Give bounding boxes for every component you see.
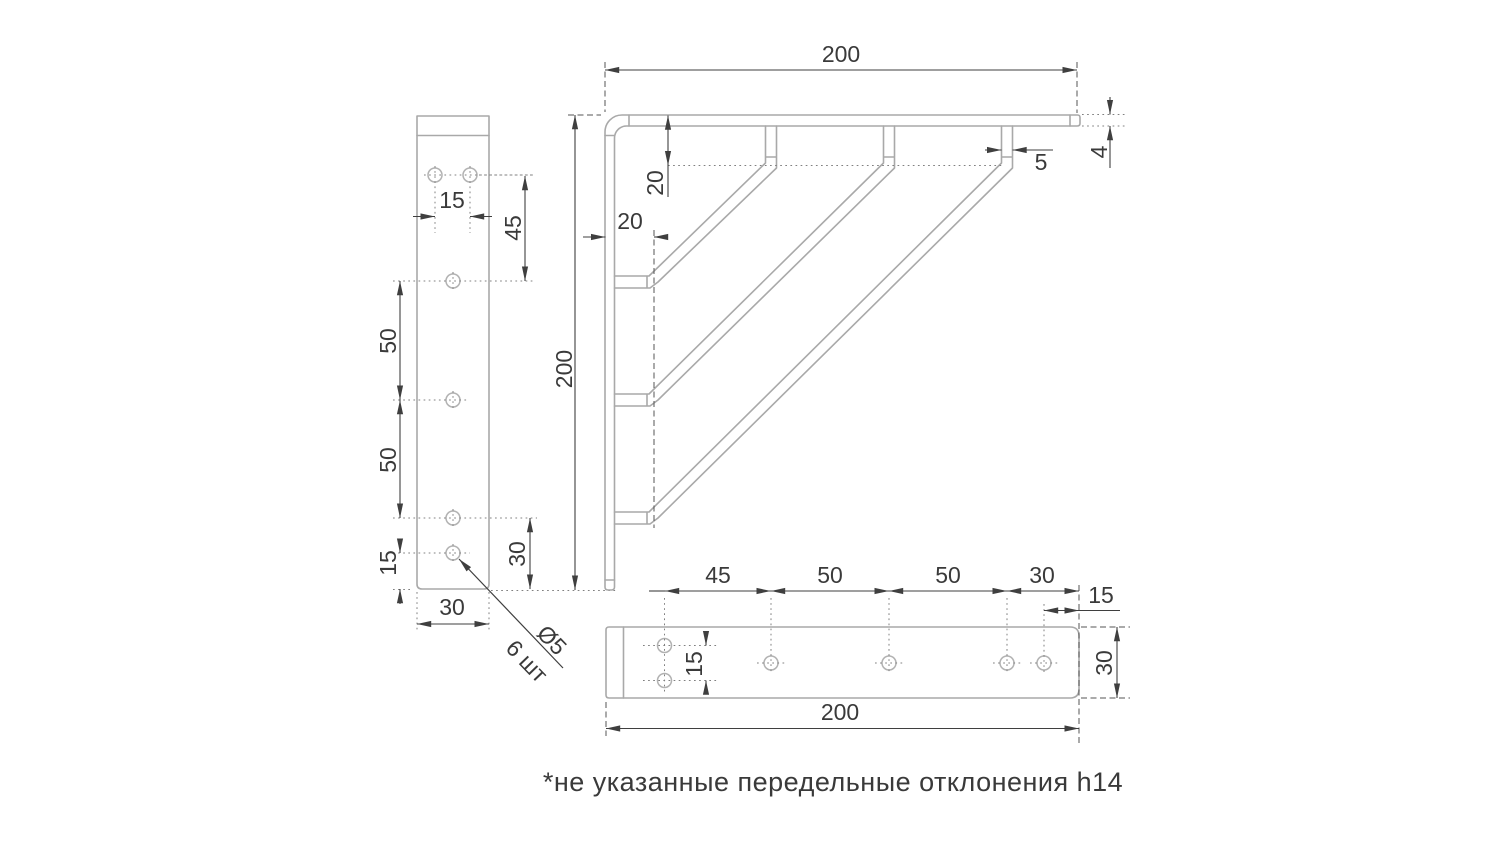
- main-view: 200 200 20 20 5 4: [551, 41, 1127, 591]
- dim-edge-to-hole: 15: [1088, 582, 1114, 608]
- dim-pair-to-next: 45: [500, 215, 526, 241]
- strut: [613, 125, 896, 407]
- hole: [999, 655, 1015, 671]
- dim-hole-spacing-1: 50: [375, 328, 401, 354]
- dim-strut-side-offset: 20: [617, 208, 643, 234]
- dim-arm-length: 200: [822, 41, 860, 67]
- extension-lines-dotted: [668, 114, 1127, 166]
- dim-hole-spacing-2: 50: [375, 447, 401, 473]
- dim-arm-thickness: 4: [1086, 145, 1112, 158]
- strut: [613, 125, 778, 289]
- top-view: 45 50 50 30 15 15 30 200: [605, 562, 1130, 744]
- strut: [613, 125, 1014, 525]
- hole: [656, 672, 673, 689]
- bracket-seams: [604, 114, 1071, 581]
- bracket-outline: [604, 114, 1081, 591]
- hole: [445, 392, 461, 408]
- dim-top-plate-width: 30: [1091, 650, 1117, 676]
- dim-strut-top-offset: 20: [642, 170, 668, 196]
- front-view: 15 45 50 50 15 30 30 Ø5 6 шт: [375, 115, 616, 688]
- leader-line: [458, 558, 564, 669]
- dim-bottom-hole-offset: 15: [375, 550, 401, 576]
- extension-lines: [568, 62, 1078, 528]
- hole: [763, 655, 779, 671]
- extension-lines: [605, 585, 1130, 744]
- dim-pair-spacing: 15: [681, 651, 707, 677]
- hole: [656, 637, 673, 654]
- hole: [445, 510, 461, 526]
- hole: [881, 655, 897, 671]
- base-plate-outline: [605, 626, 1080, 699]
- dim-hole-from-bottom: 30: [504, 541, 530, 567]
- dim-seg-45: 45: [705, 562, 731, 588]
- dim-strut-width: 5: [1035, 149, 1048, 175]
- dim-seg-30: 30: [1029, 562, 1055, 588]
- dim-seg-50b: 50: [935, 562, 961, 588]
- centerlines: [393, 166, 616, 632]
- hole: [445, 273, 461, 289]
- wall-plate-outline: [416, 115, 490, 590]
- hole: [1036, 655, 1052, 671]
- dim-arm-height: 200: [551, 350, 577, 388]
- dim-seg-50a: 50: [817, 562, 843, 588]
- dim-plate-length: 200: [821, 699, 859, 725]
- footer-note: *не указанные передельные отклонения h14: [543, 767, 1123, 797]
- dim-hole-pair-spacing: 15: [439, 187, 465, 213]
- dim-plate-width: 30: [439, 594, 465, 620]
- centerlines: [643, 598, 1058, 693]
- hole: [445, 545, 461, 561]
